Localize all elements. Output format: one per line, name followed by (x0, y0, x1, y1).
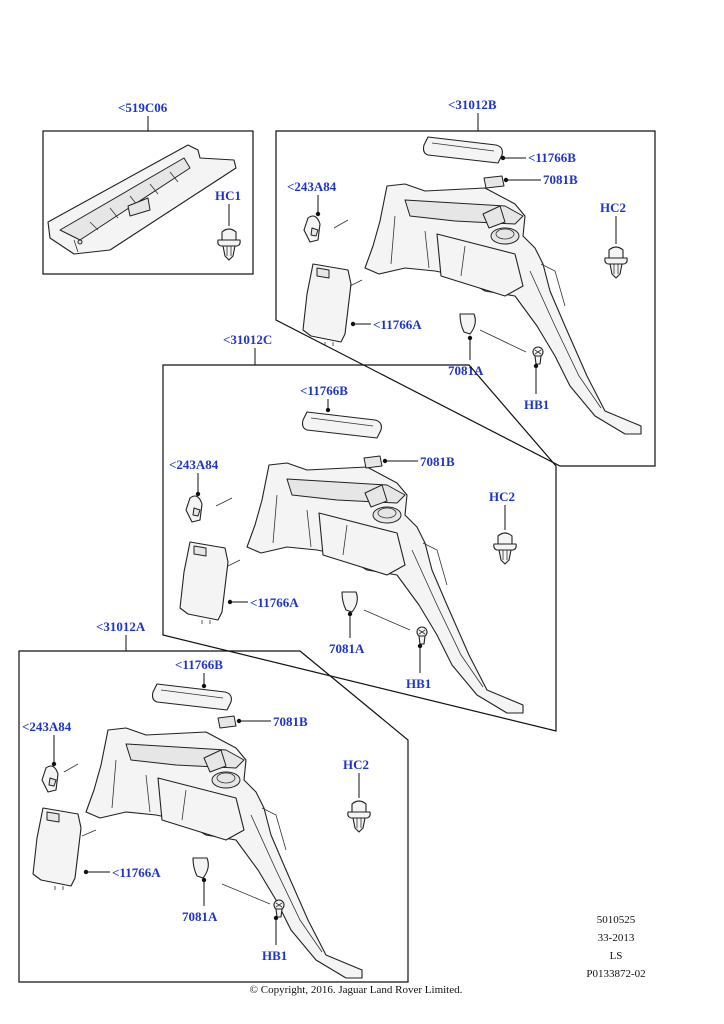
box-31012a (18, 650, 409, 983)
box-519c06 (42, 130, 254, 275)
cover-part-31012a (151, 683, 232, 711)
hb1-bolt-31012b (532, 346, 544, 365)
sidepanel-part-31012a (32, 807, 82, 891)
sideclip-part-31012c (185, 495, 203, 523)
hc2-clip-31012b (604, 246, 628, 279)
copyright-text: © Copyright, 2016. Jaguar Land Rover Lim… (250, 984, 463, 996)
footer: 5010525 33-2013 LS P0133872-02 © Copyrig… (250, 914, 646, 996)
trim-panel-31012c (246, 462, 524, 714)
label-clipa-31012a[interactable]: 7081A (182, 909, 218, 924)
label-hc1[interactable]: HC1 (215, 188, 241, 203)
label-hb1-31012a[interactable]: HB1 (262, 948, 287, 963)
label-clipb-31012a[interactable]: 7081B (273, 714, 308, 729)
trim-panel-31012a (85, 727, 363, 979)
hb1-bolt-31012c (416, 626, 428, 645)
ref-number-4: P0133872-02 (586, 968, 645, 980)
box-31012b (275, 130, 656, 467)
label-31012a[interactable]: <31012A (96, 619, 146, 634)
sidepanel-part-31012b (302, 263, 352, 347)
trig-part-31012c (341, 591, 358, 613)
ref-number-2: 33-2013 (598, 932, 635, 944)
group-31012b: <31012B <11766B 7081B <243A84 HC2 <11766… (275, 97, 656, 467)
ref-number-1: 5010525 (597, 914, 636, 926)
hc2-clip-31012a (347, 800, 371, 833)
label-panel-31012a[interactable]: <11766A (112, 865, 161, 880)
upper-trim-part (47, 144, 237, 255)
label-panel-31012b[interactable]: <11766A (373, 317, 422, 332)
label-clipb-31012c[interactable]: 7081B (420, 454, 455, 469)
label-hc2-31012c[interactable]: HC2 (489, 489, 515, 504)
label-panel-31012c[interactable]: <11766A (250, 595, 299, 610)
trig-part-31012a (192, 857, 209, 879)
box-31012c (162, 364, 557, 732)
hc1-clip (217, 228, 241, 261)
label-cover-31012c[interactable]: <11766B (300, 383, 348, 398)
sideclip-part-31012a (41, 765, 59, 793)
trim-panel-31012b (364, 183, 642, 435)
sideclip-part-31012b (303, 215, 321, 243)
label-hc2-31012a[interactable]: HC2 (343, 757, 369, 772)
cover-part-31012c (301, 411, 382, 439)
label-31012b[interactable]: <31012B (448, 97, 497, 112)
label-hb1-31012b[interactable]: HB1 (524, 397, 549, 412)
label-519c06[interactable]: <519C06 (118, 100, 168, 115)
label-clipa-31012b[interactable]: 7081A (448, 363, 484, 378)
label-sideclip-31012b[interactable]: <243A84 (287, 179, 337, 194)
label-clipb-31012b[interactable]: 7081B (543, 172, 578, 187)
hc2-clip-31012c (493, 532, 517, 565)
label-cover-31012a[interactable]: <11766B (175, 657, 223, 672)
trig-part-31012b (459, 313, 476, 335)
cover-part-31012b (422, 136, 503, 164)
hb1-bolt-31012a (273, 899, 285, 918)
label-cover-31012b[interactable]: <11766B (528, 150, 576, 165)
ref-number-3: LS (610, 950, 623, 962)
label-sideclip-31012a[interactable]: <243A84 (22, 719, 72, 734)
label-hb1-31012c[interactable]: HB1 (406, 676, 431, 691)
label-hc2-31012b[interactable]: HC2 (600, 200, 626, 215)
sidepanel-part-31012c (179, 541, 229, 625)
group-31012c: <31012C <11766B 7081B <243A84 HC2 <11766… (162, 332, 557, 732)
label-clipa-31012c[interactable]: 7081A (329, 641, 365, 656)
group-519c06: <519C06 HC1 (42, 100, 254, 275)
label-sideclip-31012c[interactable]: <243A84 (169, 457, 219, 472)
group-31012a: <31012A <11766B 7081B <243A84 HC2 <11766… (18, 619, 409, 983)
label-31012c[interactable]: <31012C (223, 332, 272, 347)
